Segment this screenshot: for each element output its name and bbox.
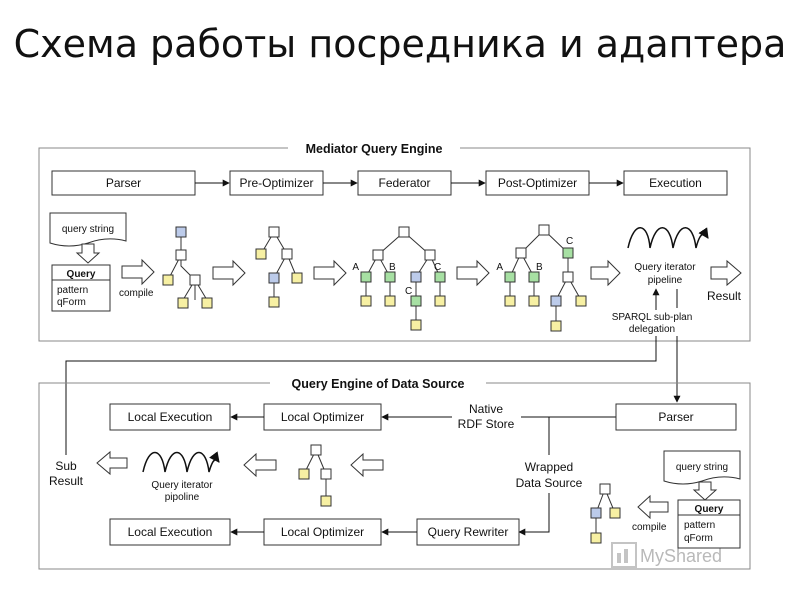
parser-label: Parser [658,410,693,424]
parse-tree [162,226,213,309]
wrapped-label-2: Data Source [516,476,583,490]
execution-stage-label: Execution [649,176,702,190]
federated-label-a: A [352,262,359,273]
datasource-query-string-doc [663,450,741,485]
wrapped-to-rewriter-line [518,493,550,536]
parser-box [615,403,737,431]
delegation-label-2: delegation [629,324,675,335]
federated-label-c2: C [405,286,412,297]
watermark: MyShared [611,542,722,568]
native-store-label-1: Native [469,402,503,416]
pre-optimized-tree [255,226,303,308]
native-store-label-2: RDF Store [458,417,515,431]
query-string-doc [49,212,127,247]
tree-flow-arrow-1 [212,259,246,287]
post-optimizer-stage-box [485,170,590,196]
query-rewriter-box [416,518,520,546]
datasource-query-box [677,499,741,549]
tree-flow-arrow-4 [590,259,621,287]
delegation-label-1: SPARQL sub-plan [612,312,693,323]
sub-result-arrow [96,450,128,476]
mediator-title: Mediator Query Engine [306,142,443,156]
wrapped-label-1: Wrapped [525,460,573,474]
parser-stage-box [51,170,196,196]
compile-label: compile [119,288,154,299]
federated-label-c1: C [434,262,441,273]
federated-tree [360,226,446,331]
datasource-pipeline-label-2: pipoline [165,492,200,503]
datasource-tree-top [298,444,332,507]
slide-title: Схема работы посредника и адаптера [13,22,787,66]
datasource-tree-bottom [590,483,621,544]
post-label-b: B [536,262,543,273]
federated-label-b: B [389,262,396,273]
pipeline-label-1: Query iterator [634,262,696,273]
post-label-a: A [496,262,503,273]
watermark-text: MyShared [640,546,722,566]
result-label: Result [707,289,742,303]
datasource-compile-arrow [637,494,669,520]
sub-result-label-2: Result [49,474,84,488]
datasource-compile-label: compile [632,522,667,533]
datasource-flow-arrow-mid [350,452,384,478]
datasource-query-box-qform: qForm [684,533,713,544]
local-execution-bottom-box [109,518,231,546]
pipeline-label-2: pipeline [648,275,683,286]
datasource-title: Query Engine of Data Source [292,377,465,391]
pipeline-loop-arrows [627,227,709,249]
result-arrow [710,259,742,287]
post-optimized-tree [504,224,587,332]
parser-stage-label: Parser [106,176,141,190]
query-rewriter-label: Query Rewriter [428,525,509,539]
post-optimizer-stage-label: Post-Optimizer [498,176,577,190]
federator-stage-label: Federator [378,176,430,190]
local-optimizer-bottom-box [263,518,382,546]
datasource-flow-arrow-left [243,452,277,478]
tree-flow-arrow-2 [313,259,347,287]
query-box-header: Query [67,269,96,280]
local-optimizer-top-label: Local Optimizer [281,410,364,424]
execution-stage-box [623,170,728,196]
query-string-down-arrow [75,243,101,264]
datasource-query-string-down-arrow [692,481,718,501]
query-box [51,264,111,312]
datasource-pipeline-loop-arrows [142,451,220,473]
sub-result-return-line [65,336,657,455]
sub-result-label-1: Sub [55,459,77,473]
query-box-qform: qForm [57,297,86,308]
datasource-query-string-label: query string [676,462,728,473]
local-execution-top-box [109,403,231,431]
tree-flow-arrow-3 [456,259,490,287]
pre-optimizer-stage-label: Pre-Optimizer [239,176,313,190]
local-optimizer-bottom-label: Local Optimizer [281,525,364,539]
query-string-label: query string [62,224,114,235]
query-box-pattern: pattern [57,285,88,296]
post-label-c: C [566,236,573,247]
datasource-query-box-pattern: pattern [684,520,715,531]
local-execution-bottom-label: Local Execution [128,525,213,539]
datasource-pipeline-label-1: Query iterator [151,480,213,491]
local-optimizer-top-box [263,403,382,431]
compile-arrow [121,258,155,286]
local-execution-top-label: Local Execution [128,410,213,424]
datasource-query-box-header: Query [695,504,724,515]
